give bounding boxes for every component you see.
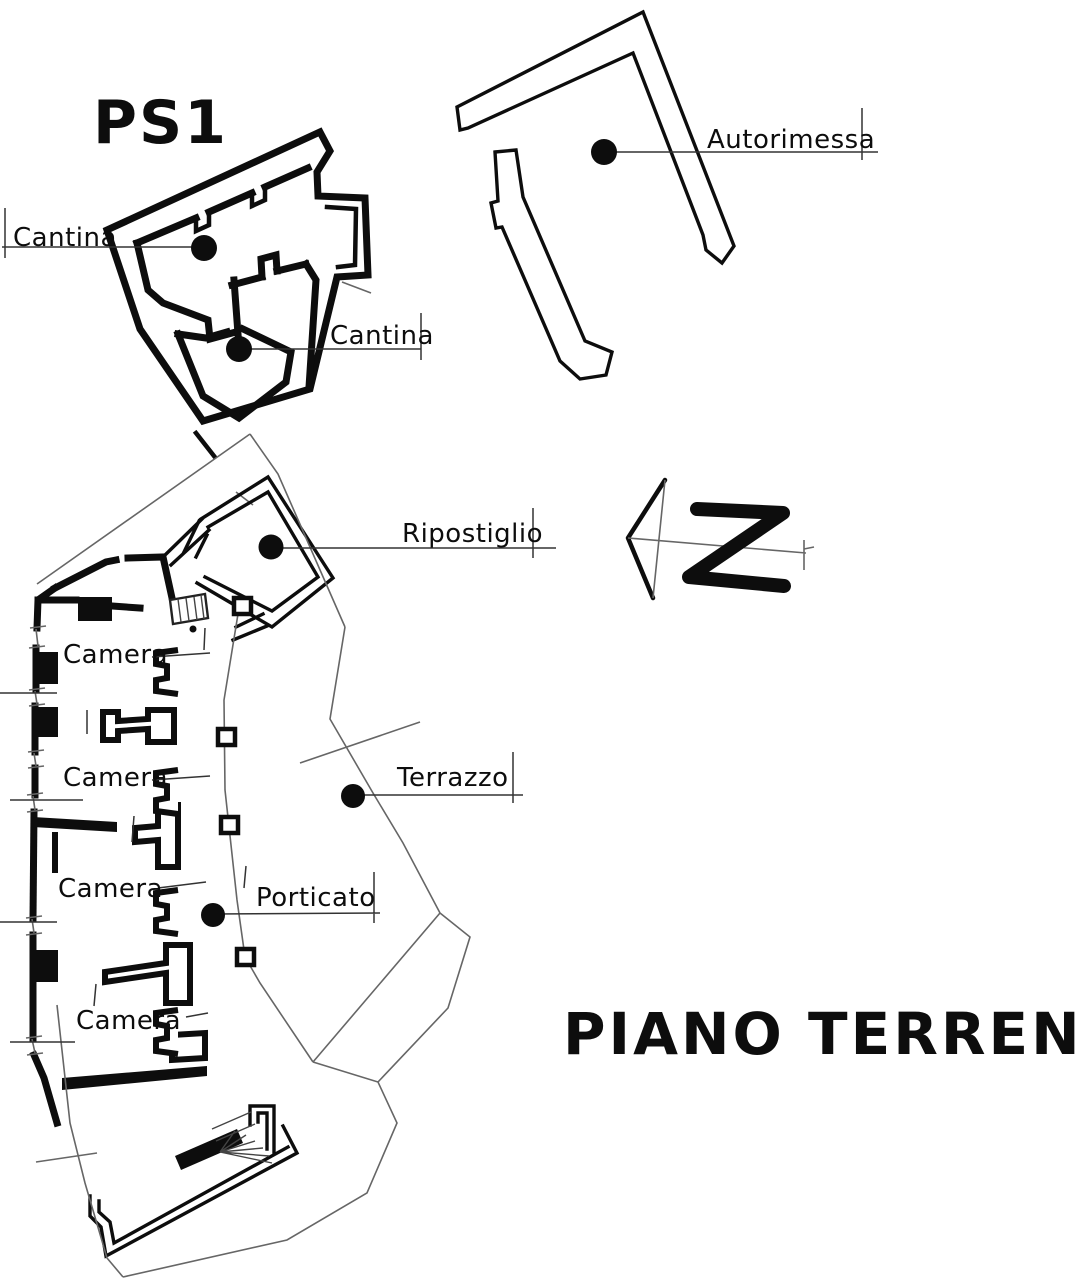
label-cantina-right: Cantina — [330, 321, 434, 351]
plan-geometry — [0, 9, 878, 1278]
south-wall-outer — [88, 1123, 300, 1259]
terrace-edge-east — [329, 626, 441, 914]
ps1-outer-wall — [102, 127, 372, 426]
west-wall-1 — [33, 583, 60, 632]
leader-storeroom — [271, 508, 556, 558]
stair-landing — [175, 1129, 243, 1170]
closet-1 — [100, 707, 177, 745]
ps1-inner-top-wall — [132, 163, 313, 248]
survey-cross — [35, 1152, 98, 1163]
window-3 — [27, 749, 45, 769]
parcel-line-sw — [56, 1004, 124, 1278]
north-arrow-head — [625, 477, 668, 601]
leader-cantina-right — [239, 313, 422, 360]
garage-band-b — [489, 148, 615, 381]
parcel-line-ne — [249, 433, 346, 628]
label-terrazzo: Terrazzo — [396, 763, 509, 793]
label-porticato: Porticato — [256, 883, 376, 913]
marker-garage — [591, 139, 617, 165]
garage-band-a — [455, 9, 736, 266]
bedroom-dashes — [151, 652, 211, 1018]
ps1-door-notches — [193, 184, 268, 235]
entry-room-walls — [34, 553, 177, 612]
divider-2 — [33, 817, 117, 873]
parcel-line-se — [122, 1061, 398, 1278]
label-ripostiglio: Ripostiglio — [402, 519, 543, 549]
south-wall-inner — [97, 1144, 291, 1246]
basement-title: PS1 — [93, 88, 228, 158]
stair-fan — [211, 1111, 273, 1164]
floor-title: PIANO TERREN — [563, 1000, 1082, 1068]
closet-3 — [102, 942, 193, 1006]
terrace-branch-b — [377, 912, 471, 1083]
door-jamb-3 — [153, 887, 179, 937]
stair-well-outer — [248, 1104, 276, 1154]
label-camera-4: Camera — [76, 1006, 181, 1036]
portico-pillar-1 — [231, 595, 254, 617]
marker-portico — [201, 903, 225, 927]
terrace-branch-a — [312, 912, 441, 1063]
entry-room-pier — [78, 597, 112, 621]
marker-cantina-1 — [191, 235, 217, 261]
portico-pillar-2 — [215, 726, 238, 748]
portico-pillar-3 — [218, 814, 241, 836]
marker-cantina-2 — [226, 336, 252, 362]
label-cantina-left: Cantina — [13, 223, 117, 253]
leader-terrace — [353, 752, 523, 803]
site-gate-wall — [192, 429, 218, 460]
window-4 — [26, 792, 44, 813]
portico-colonnade-line — [223, 613, 314, 1063]
west-dim-ticks — [0, 692, 83, 1043]
ps1-room2-walls — [173, 324, 295, 423]
north-letter — [682, 502, 791, 593]
parcel-line-nw — [36, 433, 251, 585]
marker-stair — [189, 625, 197, 633]
storeroom-south-wall — [230, 611, 270, 643]
marker-terrace — [341, 784, 365, 808]
label-camera-1: Camera — [63, 640, 168, 670]
west-wall-7 — [29, 1050, 62, 1128]
ps1-arm-inner-wall — [324, 204, 359, 270]
door-jamb-1 — [153, 647, 179, 697]
label-camera-3: Camera — [58, 874, 163, 904]
storeroom-link-wall — [160, 516, 212, 568]
label-autorimessa: Autorimessa — [707, 125, 875, 155]
door-jamb-4 — [153, 1007, 179, 1057]
portico-pillar-4 — [234, 946, 257, 968]
north-arrow-lines — [627, 479, 815, 599]
divider-1 — [35, 707, 58, 737]
leader-garage — [604, 108, 878, 160]
west-pier-1 — [36, 652, 58, 684]
leader-cantina-left — [2, 208, 204, 258]
divider-3 — [33, 950, 58, 982]
ps1-center-walls — [227, 250, 320, 391]
west-wall-5 — [29, 808, 38, 922]
marker-storeroom — [258, 534, 284, 560]
terrace-inner-line — [299, 721, 421, 764]
window-1 — [28, 625, 47, 649]
stair-top-steps — [177, 594, 205, 623]
door-dashes — [86, 627, 247, 1007]
leader-portico — [212, 872, 381, 923]
ps1-room1-walls — [132, 238, 237, 344]
stair-top-outline — [168, 592, 210, 626]
plan-labels: PS1 Cantina Cantina Autorimessa Ripostig… — [13, 88, 1082, 1068]
label-camera-2: Camera — [63, 763, 168, 793]
door-jamb-2 — [153, 767, 179, 817]
stair-well-inner — [256, 1111, 269, 1151]
divider-4 — [62, 1066, 207, 1090]
